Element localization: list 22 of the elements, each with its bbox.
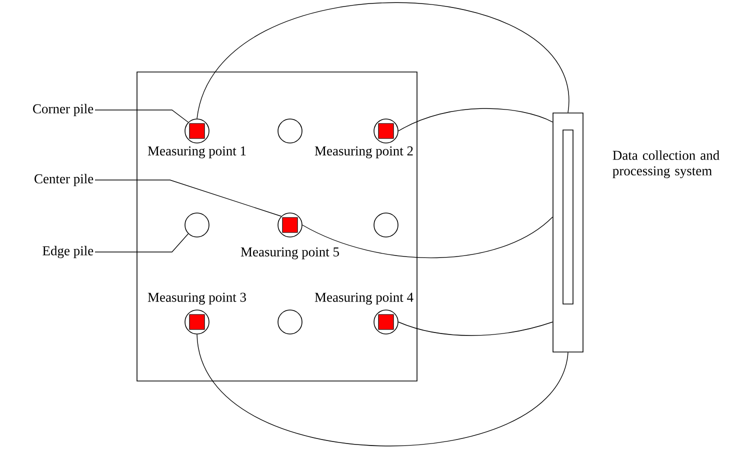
leader-line [94, 110, 189, 123]
pile-circle [278, 118, 302, 144]
wire [196, 2, 568, 119]
point-label: Measuring point 4 [314, 292, 414, 305]
pile-label: Corner pile [33, 104, 94, 116]
foundation-box [136, 72, 418, 382]
point-label: Measuring point 1 [148, 146, 246, 158]
leader-line [94, 180, 282, 217]
point-label: Measuring point 3 [148, 292, 246, 305]
wire [398, 322, 553, 336]
pile-label: Edge pile [42, 246, 94, 258]
pile-circle [184, 212, 210, 238]
pile-circle [374, 212, 398, 238]
device-label: Data collection and processing system [612, 150, 720, 178]
leader-line [94, 233, 189, 252]
wire [302, 216, 553, 258]
point-label: Measuring point 2 [314, 146, 413, 158]
pile-circle [278, 310, 302, 334]
wire [398, 108, 553, 132]
point-label: Measuring point 5 [240, 247, 339, 260]
wire [196, 334, 568, 446]
pile-label: Center pile [34, 174, 94, 186]
